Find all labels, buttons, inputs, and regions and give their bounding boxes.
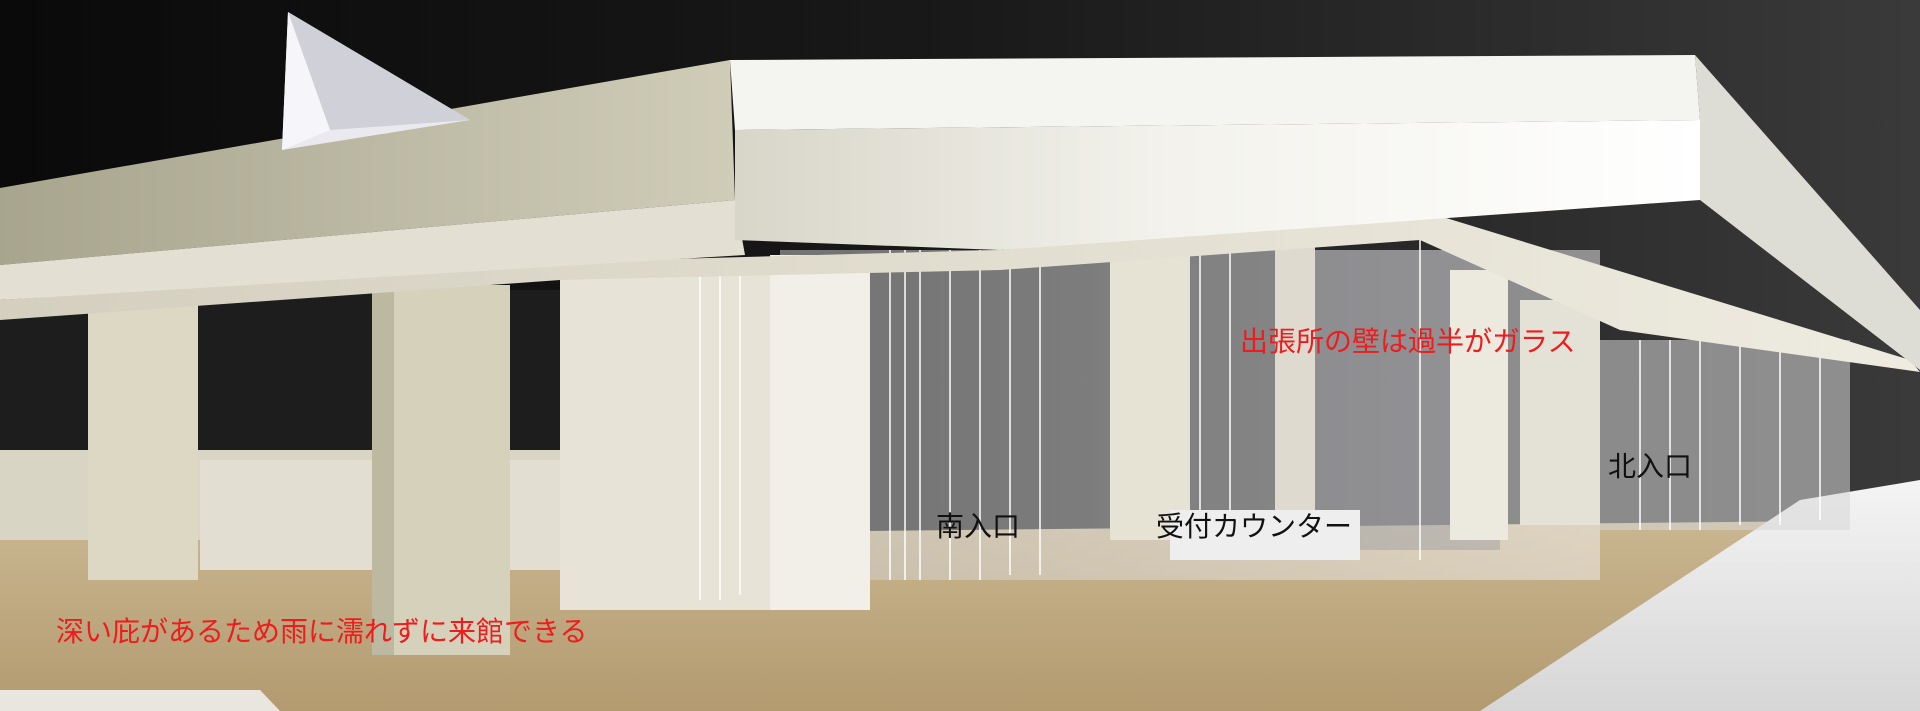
roof-slab-right-side: [1695, 55, 1920, 370]
column: [770, 255, 870, 610]
annotation-eaves-note: 深い庇があるため雨に濡れずに来館できる: [56, 615, 588, 648]
roof-slab-right-front: [735, 120, 1700, 250]
columns: [88, 230, 1600, 655]
roof-slab-right-top: [730, 55, 1700, 130]
column: [1275, 230, 1315, 530]
roof-slab-left: [0, 60, 735, 265]
glass-wall-right: [1600, 340, 1850, 530]
column: [1450, 270, 1508, 540]
column: [88, 300, 198, 580]
reception-counter-block: [1170, 510, 1360, 560]
column-shadow: [372, 285, 394, 655]
label-south-entrance: 南入口: [936, 510, 1021, 543]
label-north-entrance: 北入口: [1608, 450, 1693, 483]
site-edge-bottom-left: [0, 690, 280, 711]
label-reception-counter: 受付カウンター: [1156, 510, 1353, 543]
roof-slab-left-edge: [0, 200, 745, 300]
annotation-glass-wall-note: 出張所の壁は過半がガラス: [1240, 325, 1576, 358]
glass-mullions: [699, 200, 1821, 600]
column: [372, 285, 510, 655]
roof-soffit: [0, 210, 1920, 372]
column: [1520, 300, 1600, 525]
column: [1110, 240, 1190, 540]
site-edge-right: [1480, 480, 1920, 711]
central-wall: [560, 265, 780, 610]
skylight-pyramid: [282, 12, 470, 150]
